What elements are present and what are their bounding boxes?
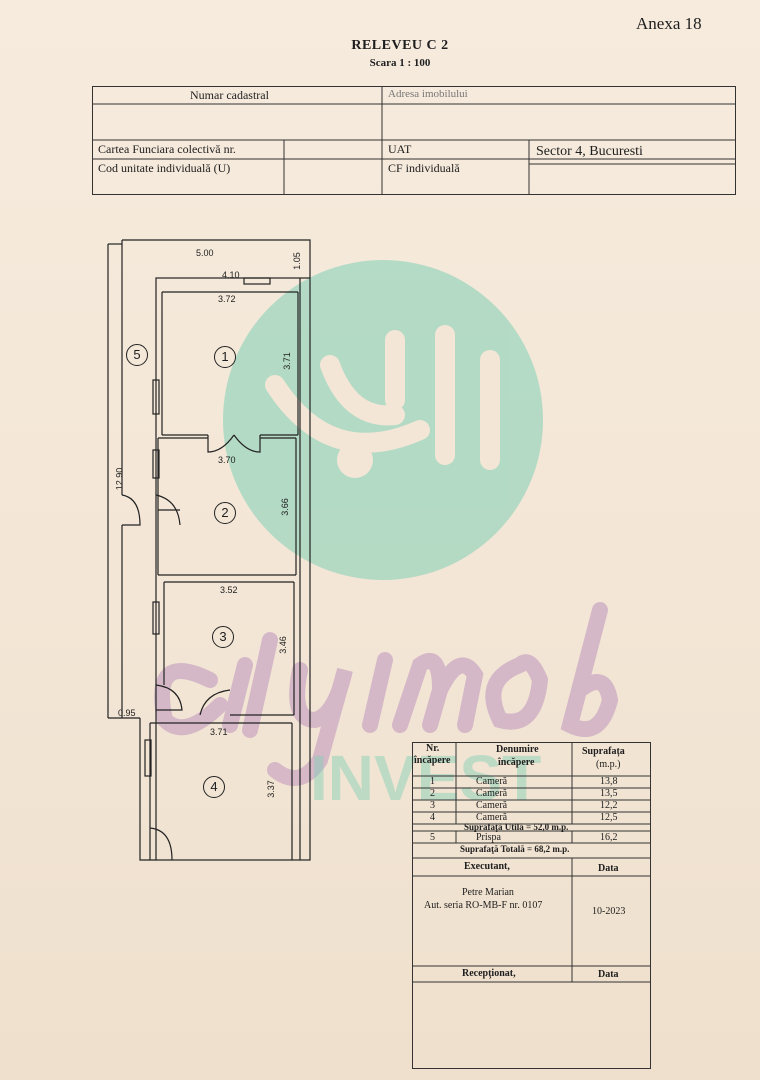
area-table-grid [412,742,651,1069]
dim-room4-length: 3.37 [265,780,276,798]
room-number-1: 1 [214,346,236,368]
executant-name: Petre Marian [462,887,514,898]
floor-plan-drawing [107,239,311,861]
porch-row-area: 16,2 [600,832,618,843]
floor-plan: 5.00 4.10 1.05 12.90 0.95 3.72 3.71 3.70… [0,230,760,870]
room-row-1-nr: 1 [430,776,435,787]
header-name: Denumire [496,744,539,755]
dim-room3-width: 3.52 [220,585,238,595]
info-table: Numar cadastral Adresa imobilului Cartea… [92,86,738,196]
unit-code-label: Cod unitate individuală (U) [98,161,231,175]
room-row-1-name: Cameră [476,776,508,787]
cf-individual-label: CF individuală [388,161,460,175]
document-title: RELEVEU C 2 [351,38,449,53]
dim-top-depth: 1.05 [291,252,302,270]
uat-value: Sector 4, Bucuresti [536,144,643,159]
room-row-4-nr: 4 [430,812,435,823]
porch-row-name: Prispa [476,832,501,843]
receptionat-date-label: Data [598,969,619,980]
header-area-unit: (m.p.) [596,759,621,770]
header-nr: Nr. [426,743,440,754]
dim-porch-width: 0.95 [118,708,136,718]
room-number-3: 3 [212,626,234,648]
header-name-2: încăpere [498,757,535,768]
room-row-1-area: 13,8 [600,776,618,787]
cadastral-label: Numar cadastral [190,88,269,102]
room-row-3-nr: 3 [430,800,435,811]
room-row-2-area: 13,5 [600,788,618,799]
dim-room4-width: 3.71 [210,727,228,737]
dim-outer-width: 5.00 [196,248,214,258]
total-area: Suprafaţă Totală = 68,2 m.p. [460,844,570,854]
uat-label: UAT [388,142,412,156]
address-label: Adresa imobilului [388,88,468,100]
annex-number: Anexa 18 [636,14,702,33]
document-scale: Scara 1 : 100 [369,57,431,69]
room-row-2-nr: 2 [430,788,435,799]
room-row-4-area: 12,5 [600,812,618,823]
cf-collective-label: Cartea Funciara colectivă nr. [98,142,236,156]
area-table: Nr. încăpere Denumire încăpere Suprafața… [412,742,652,1070]
porch-row-nr: 5 [430,832,435,843]
dim-room2-width: 3.70 [218,455,236,465]
dim-room1-width: 3.72 [218,294,236,304]
room-row-2-name: Cameră [476,788,508,799]
dim-room3-length: 3.46 [277,636,288,654]
header-area: Suprafața [582,746,625,757]
room-number-4: 4 [203,776,225,798]
room-row-4-name: Cameră [476,812,508,823]
room-number-2: 2 [214,502,236,524]
outer-wall-top [122,239,311,278]
info-table-grid [92,86,736,195]
dim-room2-length: 3.66 [279,498,290,516]
dim-room1-length: 3.71 [281,352,292,370]
dim-inner-width: 4.10 [222,270,240,280]
room-number-5: 5 [126,344,148,366]
executant-date: 10-2023 [592,906,626,917]
receptionat-label: Recepţionat, [462,968,516,979]
executant-label: Executant, [464,861,510,872]
executant-authorization: Aut. seria RO-MB-F nr. 0107 [424,900,543,911]
room-row-3-name: Cameră [476,800,508,811]
dim-total-length: 12.90 [114,467,125,491]
executant-date-label: Data [598,863,619,874]
useful-area: Suprafaţă Utilă = 52,0 m.p. [464,822,569,832]
room-row-3-area: 12,2 [600,800,618,811]
header-nr-2: încăpere [414,755,451,766]
